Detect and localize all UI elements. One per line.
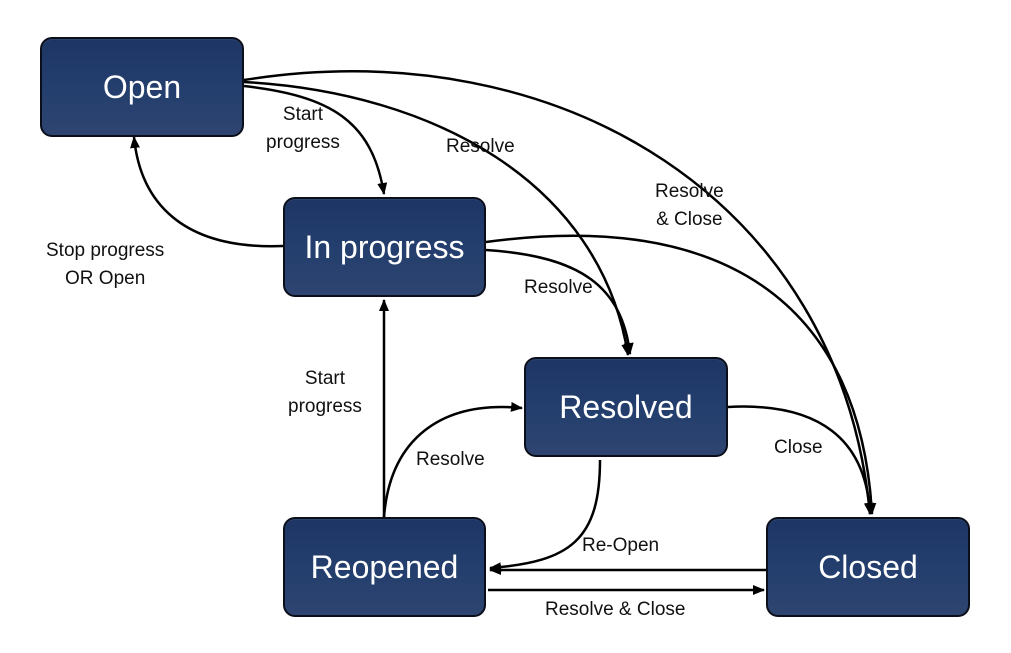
label-resolve-close-from-open: Resolve & Close [655, 181, 724, 230]
arrow-open-to-in-progress [243, 84, 388, 195]
state-open-label: Open [102, 68, 182, 105]
label-stop-progress-or-open: Stop progress OR Open [46, 240, 165, 289]
state-reopened-label: Reopened [310, 548, 459, 585]
state-open[interactable]: Open [40, 37, 244, 137]
state-reopened[interactable]: Reopened [283, 517, 486, 617]
state-closed[interactable]: Closed [766, 517, 970, 617]
state-resolved-label: Resolved [559, 388, 693, 425]
label-close-from-resolved: Close [774, 437, 823, 458]
label-resolve-from-in-progress: Resolve [524, 277, 593, 298]
state-in-progress-label: In progress [304, 228, 465, 265]
arrow-in-progress-to-closed [485, 234, 877, 515]
label-reopen: Re-Open [582, 535, 660, 556]
arrow-in-progress-to-resolved [485, 248, 634, 355]
label-resolve-from-reopened: Resolve [416, 449, 485, 470]
state-closed-label: Closed [818, 548, 918, 585]
arrow-resolved-to-closed [727, 405, 875, 515]
state-resolved[interactable]: Resolved [524, 357, 728, 457]
label-resolve-close-from-reopened: Resolve & Close [545, 599, 686, 620]
label-start-progress-from-reopened: Start progress [288, 368, 362, 417]
arrow-resolved-to-reopened [489, 459, 602, 573]
arrow-in-progress-to-open [130, 136, 284, 248]
arrow-reopened-to-resolved [382, 401, 523, 518]
arrow-open-to-closed [243, 70, 874, 515]
label-start-progress-from-open: Start progress [266, 104, 340, 153]
state-in-progress[interactable]: In progress [283, 197, 486, 297]
label-resolve-from-open: Resolve [446, 136, 515, 157]
arrow-open-to-resolved [243, 80, 632, 356]
